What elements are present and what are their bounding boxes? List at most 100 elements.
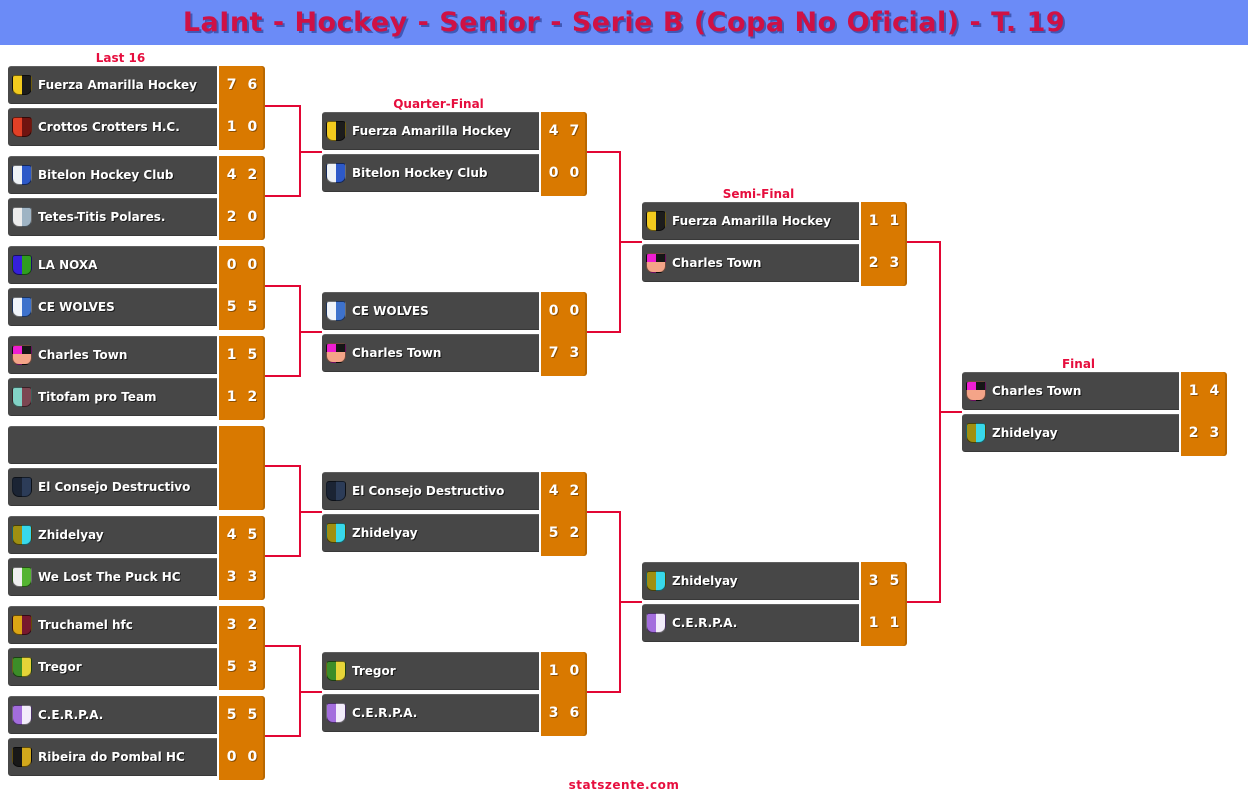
zhidelyay-logo-icon (646, 571, 666, 591)
team-row: Truchamel hfc (8, 606, 217, 644)
team-row: El Consejo Destructivo (322, 472, 539, 510)
team-row: Titofam pro Team (8, 378, 217, 416)
team-name: Bitelon Hockey Club (352, 166, 488, 180)
team-name: Zhidelyay (672, 574, 738, 588)
score-leg2: 3 (247, 569, 258, 585)
score-leg2: 7 (569, 123, 580, 139)
team-name: C.E.R.P.A. (672, 616, 738, 630)
ce-wolves-logo-icon (326, 301, 346, 321)
round-label: Semi-Final (722, 187, 795, 201)
score-leg2: 5 (247, 347, 258, 363)
score-pair (219, 426, 265, 464)
score-leg2: 0 (247, 749, 258, 765)
team-row: LA NOXA (8, 246, 217, 284)
team-name: Charles Town (672, 256, 762, 270)
tregor-logo-icon (326, 661, 346, 681)
score-leg2: 0 (569, 303, 580, 319)
team-row: CE WOLVES (8, 288, 217, 326)
score-leg1: 0 (548, 165, 559, 181)
team-row: C.E.R.P.A. (8, 696, 217, 734)
team-name: LA NOXA (38, 258, 98, 272)
charles-town-logo-icon (966, 381, 986, 401)
team-name: Ribeira do Pombal HC (38, 750, 185, 764)
score-leg1: 0 (226, 749, 237, 765)
titofam-logo-icon (12, 387, 32, 407)
score-pair (219, 468, 265, 506)
team-name: CE WOLVES (38, 300, 115, 314)
team-name: Truchamel hfc (38, 618, 133, 632)
team-row: Bitelon Hockey Club (8, 156, 217, 194)
we-lost-the-puck-logo-icon (12, 567, 32, 587)
score-leg2: 3 (247, 659, 258, 675)
team-name: El Consejo Destructivo (352, 484, 505, 498)
score-leg2: 4 (1209, 383, 1220, 399)
score-leg2: 5 (247, 527, 258, 543)
ce-wolves-logo-icon (12, 297, 32, 317)
team-name: C.E.R.P.A. (352, 706, 418, 720)
fuerza-amarilla-logo-icon (646, 211, 666, 231)
score-leg1: 5 (226, 659, 237, 675)
score-leg2: 0 (569, 165, 580, 181)
team-name: CE WOLVES (352, 304, 429, 318)
score-leg2: 6 (569, 705, 580, 721)
score-leg2: 3 (1209, 425, 1220, 441)
bitelon-logo-icon (12, 165, 32, 185)
team-row: Tregor (322, 652, 539, 690)
team-row: C.E.R.P.A. (322, 694, 539, 732)
score-leg2: 2 (247, 617, 258, 633)
team-row: Charles Town (322, 334, 539, 372)
team-name: Fuerza Amarilla Hockey (352, 124, 511, 138)
score-leg2: 0 (247, 119, 258, 135)
footer-watermark: statszente.com (568, 778, 680, 792)
team-row: Charles Town (642, 244, 859, 282)
team-name: Fuerza Amarilla Hockey (38, 78, 197, 92)
team-name: Crottos Crotters H.C. (38, 120, 180, 134)
team-name: C.E.R.P.A. (38, 708, 104, 722)
round-label: Quarter-Final (393, 97, 484, 111)
team-name: Tregor (38, 660, 82, 674)
team-name: Zhidelyay (38, 528, 104, 542)
team-name: Charles Town (352, 346, 442, 360)
team-name: Tregor (352, 664, 396, 678)
score-box (217, 426, 265, 510)
team-row: Fuerza Amarilla Hockey (8, 66, 217, 104)
score-leg1: 2 (1188, 425, 1199, 441)
team-row: Zhidelyay (8, 516, 217, 554)
team-row: Charles Town (8, 336, 217, 374)
team-name: Titofam pro Team (38, 390, 157, 404)
score-leg1: 7 (548, 345, 559, 361)
team-row: Fuerza Amarilla Hockey (642, 202, 859, 240)
team-row (8, 426, 217, 464)
team-name: Bitelon Hockey Club (38, 168, 174, 182)
score-leg1: 1 (548, 663, 559, 679)
score-leg2: 3 (889, 255, 900, 271)
score-leg2: 2 (247, 389, 258, 405)
team-name: Charles Town (38, 348, 128, 362)
